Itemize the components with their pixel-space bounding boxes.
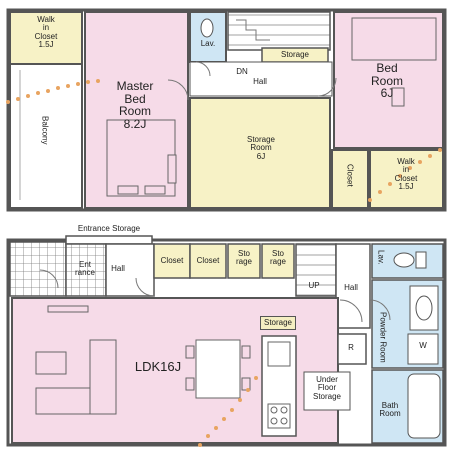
underfloor-storage-area — [303, 371, 351, 411]
hall-upper-label: Hall — [253, 77, 267, 86]
bed-right — [351, 17, 437, 61]
upper-floor — [6, 8, 447, 212]
porch-tiles — [9, 241, 67, 297]
sun-path-dots — [6, 79, 442, 447]
storage-1-label: Sto rage — [235, 249, 252, 267]
washbasin — [409, 285, 439, 331]
washer-mark: W — [419, 341, 427, 350]
storage-1-area — [227, 243, 261, 279]
powder-room-label: Powder Room — [378, 312, 388, 363]
hall-left-label: Hall — [111, 264, 125, 273]
storage-2-area — [261, 243, 295, 279]
bathtub — [407, 373, 441, 439]
ldk-label: LDK16J — [134, 359, 182, 374]
walkin-closet-right-area — [369, 149, 444, 209]
master-bedroom-label: Master Bed Room 8.2J — [116, 79, 154, 131]
lav-upper-label: Lav. — [200, 39, 216, 48]
storage-room-area — [189, 97, 331, 209]
closet-1-area — [153, 243, 191, 279]
closet-2-area — [189, 243, 227, 279]
entrance-area — [65, 243, 107, 297]
up-label: UP — [308, 281, 320, 290]
stove — [267, 403, 291, 429]
coffee-table — [35, 351, 67, 375]
storage-upper-label: Storage — [280, 50, 310, 59]
dn-label: DN — [236, 67, 248, 76]
bedroom-label: Bed Room 6J — [370, 61, 403, 101]
hall-right-label: Hall — [344, 283, 358, 292]
balcony-label: Balcony — [40, 116, 50, 145]
entrance-storage-label: Entrance Storage — [77, 224, 141, 233]
entrance-storage-area — [65, 235, 153, 245]
refrigerator — [337, 333, 367, 365]
hall-upper-area — [189, 61, 333, 97]
dining-table — [195, 339, 241, 399]
closet-upper-label: Closet — [345, 164, 355, 187]
master-bed — [106, 119, 176, 197]
hall-right-area — [335, 243, 371, 329]
closet-upper-area — [331, 149, 369, 209]
walkin-closet-right-label: Walk in Closet 1.5J — [394, 157, 418, 192]
sink — [267, 341, 291, 367]
washer — [407, 333, 439, 365]
bath-room-label: Bath Room — [379, 401, 401, 419]
sofa-side — [89, 339, 117, 415]
balcony-area — [9, 63, 83, 209]
storage-small-label: Storage — [260, 316, 296, 330]
closet-1-label: Closet — [160, 256, 184, 265]
refrigerator-mark: R — [348, 343, 354, 352]
storage-room-label: Storage Room 6J — [246, 135, 276, 161]
stairs-lower — [295, 243, 337, 297]
underfloor-storage-label: Under Floor Storage — [312, 375, 342, 401]
walkin-closet-left-label: Walk in Closet 1.5J — [34, 15, 58, 50]
lower-floor — [6, 235, 447, 447]
entrance-label: Ent rance — [74, 260, 95, 278]
storage-2-label: Sto rage — [269, 249, 286, 267]
tv-stand — [47, 305, 89, 313]
closet-2-label: Closet — [196, 256, 220, 265]
lav-lower-label: Lav. — [376, 250, 386, 265]
stairs-upper — [227, 11, 331, 51]
